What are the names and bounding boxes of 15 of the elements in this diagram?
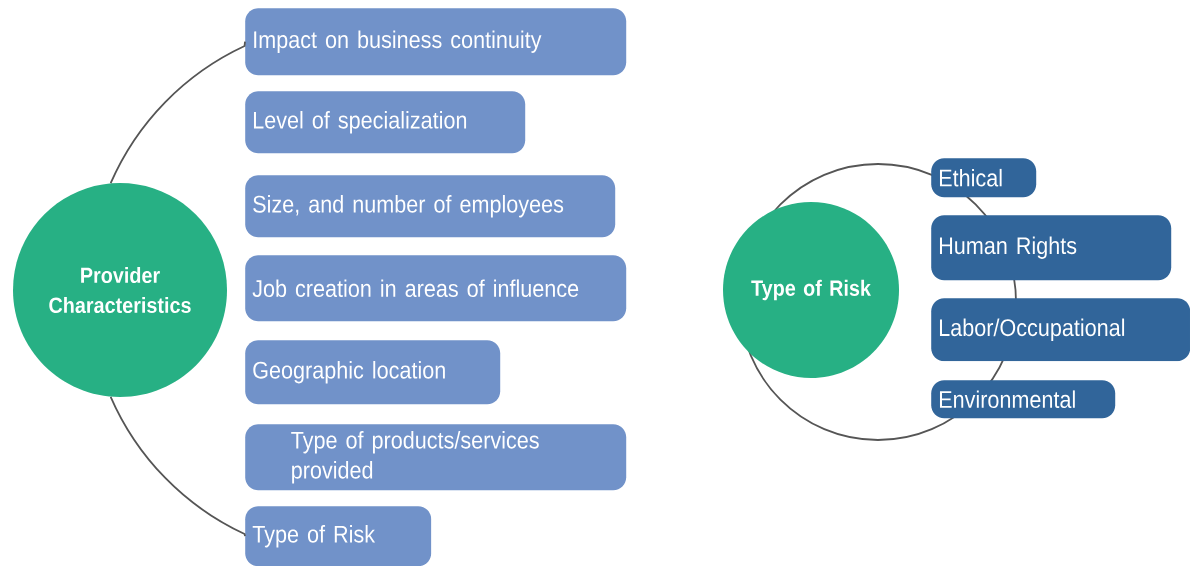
circle-node: Provider Characteristics xyxy=(13,183,227,397)
text-box: Environmental xyxy=(931,380,1116,419)
circle-node: Type of Risk xyxy=(723,202,899,378)
arc-line xyxy=(109,40,246,185)
text-box: Human Rights xyxy=(931,215,1172,281)
arc-line xyxy=(109,395,246,538)
text-box: Type of Risk xyxy=(245,506,432,566)
text-box: Impact on business continuity xyxy=(245,8,627,76)
text-box: Job creation in areas of influence xyxy=(245,255,627,322)
text-box: Geographic location xyxy=(245,340,501,405)
text-box: Type of products/services provided xyxy=(245,424,627,491)
text-box: Ethical xyxy=(931,158,1037,198)
text-box: Labor/Occupational xyxy=(931,298,1190,362)
text-box: Level of specialization xyxy=(245,91,526,154)
text-box: Size, and number of employees xyxy=(245,175,616,238)
